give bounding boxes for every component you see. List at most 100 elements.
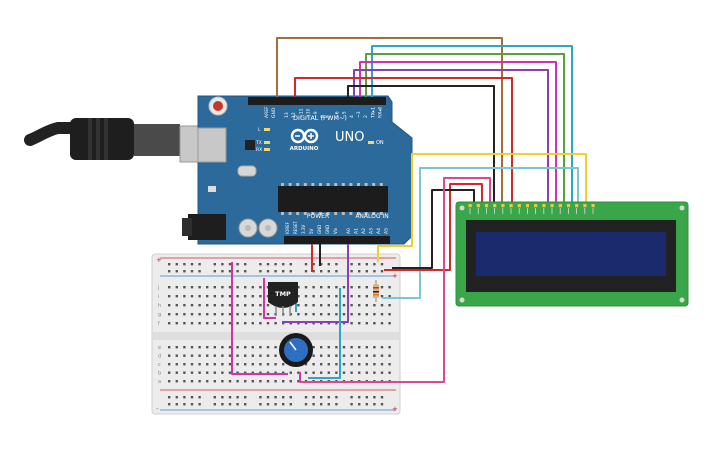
breadboard-hole[interactable] <box>335 403 338 406</box>
breadboard-hole[interactable] <box>297 380 300 383</box>
breadboard-hole[interactable] <box>190 354 194 357</box>
breadboard-hole[interactable] <box>373 263 376 266</box>
breadboard-hole[interactable] <box>198 371 201 374</box>
breadboard-hole[interactable] <box>244 313 247 316</box>
breadboard-hole[interactable] <box>168 354 171 357</box>
lcd-pin[interactable] <box>534 204 538 208</box>
breadboard-hole[interactable] <box>259 263 262 266</box>
breadboard-hole[interactable] <box>380 396 384 399</box>
breadboard-hole[interactable] <box>183 304 186 307</box>
breadboard-hole[interactable] <box>213 403 216 406</box>
breadboard-hole[interactable] <box>183 380 186 383</box>
breadboard-hole[interactable] <box>190 313 194 316</box>
breadboard-hole[interactable] <box>266 403 270 406</box>
lcd-pin-header[interactable] <box>468 204 595 214</box>
breadboard-hole[interactable] <box>221 371 224 374</box>
lcd-pin[interactable] <box>583 204 587 208</box>
breadboard-hole[interactable] <box>365 346 368 349</box>
breadboard-hole[interactable] <box>380 354 384 357</box>
breadboard-hole[interactable] <box>350 295 353 298</box>
breadboard-hole[interactable] <box>380 304 384 307</box>
breadboard-hole[interactable] <box>335 346 338 349</box>
breadboard-hole[interactable] <box>358 295 361 298</box>
breadboard-hole[interactable] <box>213 354 216 357</box>
lcd-module[interactable] <box>455 201 689 307</box>
breadboard-hole[interactable] <box>335 286 338 289</box>
wire-magenta-bb[interactable] <box>263 278 276 319</box>
breadboard-hole[interactable] <box>297 295 300 298</box>
breadboard-hole[interactable] <box>312 363 315 366</box>
wire-brown[interactable] <box>276 37 503 206</box>
wire-black-lcd[interactable] <box>392 189 475 269</box>
reset-button[interactable] <box>213 101 223 111</box>
breadboard-hole[interactable] <box>190 295 194 298</box>
breadboard-hole[interactable] <box>244 380 247 383</box>
breadboard-hole[interactable] <box>320 363 323 366</box>
breadboard-hole[interactable] <box>266 380 270 383</box>
breadboard-hole[interactable] <box>327 396 330 399</box>
breadboard-hole[interactable] <box>327 403 330 406</box>
breadboard-hole[interactable] <box>380 263 384 266</box>
breadboard-hole[interactable] <box>228 295 232 298</box>
breadboard-hole[interactable] <box>221 304 224 307</box>
lcd-pin[interactable] <box>591 204 595 208</box>
breadboard-hole[interactable] <box>304 363 308 366</box>
breadboard-hole[interactable] <box>289 263 292 266</box>
breadboard-hole[interactable] <box>365 286 368 289</box>
breadboard-hole[interactable] <box>380 313 384 316</box>
breadboard-hole[interactable] <box>221 322 224 325</box>
breadboard-hole[interactable] <box>183 371 186 374</box>
breadboard-hole[interactable] <box>289 403 292 406</box>
breadboard-hole[interactable] <box>282 371 285 374</box>
breadboard-hole[interactable] <box>259 371 262 374</box>
breadboard-hole[interactable] <box>259 396 262 399</box>
breadboard-hole[interactable] <box>335 313 338 316</box>
breadboard-hole[interactable] <box>236 263 239 266</box>
wire-black-top[interactable] <box>347 85 495 206</box>
breadboard-hole[interactable] <box>198 304 201 307</box>
breadboard-hole[interactable] <box>198 354 201 357</box>
breadboard-hole[interactable] <box>183 322 186 325</box>
breadboard-hole[interactable] <box>221 403 224 406</box>
breadboard-hole[interactable] <box>175 396 178 399</box>
breadboard-hole[interactable] <box>380 270 384 273</box>
breadboard-hole[interactable] <box>365 270 368 273</box>
breadboard-hole[interactable] <box>251 346 254 349</box>
breadboard-hole[interactable] <box>282 322 285 325</box>
breadboard-hole[interactable] <box>259 322 262 325</box>
breadboard-hole[interactable] <box>175 295 178 298</box>
breadboard-hole[interactable] <box>327 313 330 316</box>
breadboard-hole[interactable] <box>259 346 262 349</box>
breadboard-hole[interactable] <box>175 363 178 366</box>
wire-red-top[interactable] <box>294 77 513 206</box>
breadboard-hole[interactable] <box>327 286 330 289</box>
breadboard-hole[interactable] <box>320 313 323 316</box>
breadboard-hole[interactable] <box>289 396 292 399</box>
breadboard-hole[interactable] <box>244 371 247 374</box>
breadboard-hole[interactable] <box>206 371 209 374</box>
breadboard-hole[interactable] <box>297 286 300 289</box>
temperature-sensor[interactable]: TMP <box>268 282 298 316</box>
breadboard-hole[interactable] <box>259 286 262 289</box>
breadboard-hole[interactable] <box>221 286 224 289</box>
breadboard-hole[interactable] <box>365 295 368 298</box>
breadboard-hole[interactable] <box>380 322 384 325</box>
breadboard-hole[interactable] <box>274 403 277 406</box>
breadboard-hole[interactable] <box>228 313 232 316</box>
breadboard-hole[interactable] <box>190 346 194 349</box>
breadboard-hole[interactable] <box>168 304 171 307</box>
breadboard-hole[interactable] <box>221 354 224 357</box>
breadboard-hole[interactable] <box>175 380 178 383</box>
lcd-pin[interactable] <box>575 204 579 208</box>
breadboard-hole[interactable] <box>388 304 391 307</box>
breadboard-hole[interactable] <box>236 295 239 298</box>
breadboard-hole[interactable] <box>304 396 308 399</box>
breadboard-hole[interactable] <box>198 322 201 325</box>
breadboard-hole[interactable] <box>312 322 315 325</box>
breadboard-hole[interactable] <box>327 304 330 307</box>
breadboard-hole[interactable] <box>304 295 308 298</box>
breadboard-hole[interactable] <box>335 396 338 399</box>
breadboard-hole[interactable] <box>320 304 323 307</box>
breadboard-hole[interactable] <box>168 295 171 298</box>
